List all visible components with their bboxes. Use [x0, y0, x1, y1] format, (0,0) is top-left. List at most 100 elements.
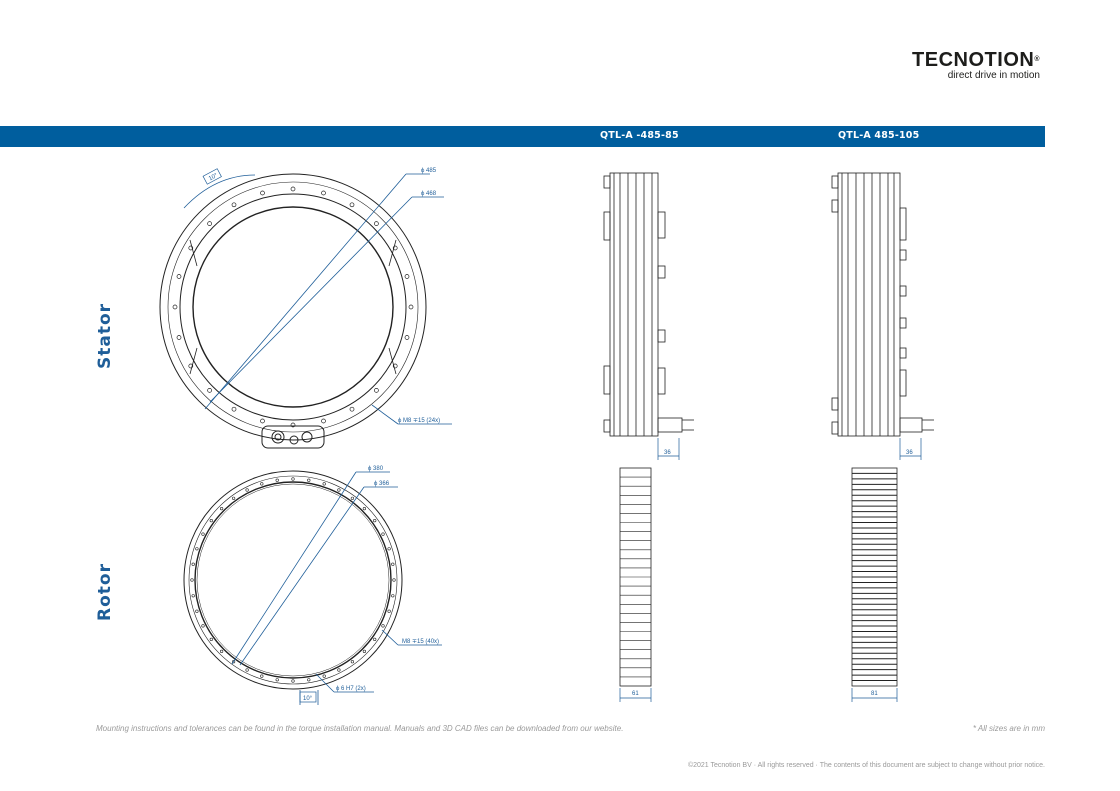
- brand-logo: TECNOTION® direct drive in motion: [890, 50, 1040, 82]
- model-label-85: QTL-A -485-85: [600, 130, 679, 141]
- rotor-bolt-hole: [291, 477, 295, 481]
- rotor-hole-spec: M8 ∓15 (40x): [402, 639, 439, 645]
- rotor-bolt-hole: [195, 609, 199, 613]
- stator-bolt-hole: [231, 202, 237, 208]
- rotor-bolt-hole: [209, 518, 213, 523]
- rotor-outer-diameter: ϕ 380: [368, 466, 384, 472]
- rotor-bolt-hole: [391, 562, 395, 566]
- rotor-bolt-hole: [190, 578, 194, 582]
- rotor-bolt-hole: [232, 496, 236, 500]
- stator-bolt-hole: [260, 190, 265, 196]
- stator-bolt-hole: [188, 363, 194, 369]
- rotor-pin-spec: ϕ 6 H7 (2x): [336, 686, 366, 692]
- rotor-width-label-85: 61: [632, 691, 639, 697]
- rotor-segments-105: [852, 472, 897, 681]
- rotor-width-dim-105: [851, 688, 898, 702]
- rotor-bolt-hole: [191, 562, 195, 566]
- rotor-bolt-hole: [391, 594, 395, 598]
- stator-bolt-hole: [321, 418, 326, 424]
- rotor-bolt-hole: [381, 532, 385, 536]
- stator-width-dim-85: [657, 438, 680, 460]
- rotor-width-label-105: 81: [871, 691, 878, 697]
- stator-bolt-hole: [176, 274, 182, 279]
- stator-width-dim-105: [899, 438, 922, 460]
- stator-bolt-hole: [176, 335, 182, 340]
- rotor-bolt-hole: [337, 488, 341, 492]
- rotor-bolt-hole: [260, 482, 264, 486]
- rotor-dimension-lines: [231, 471, 442, 705]
- stator-bolt-hole: [231, 406, 237, 412]
- rotor-bolt-hole: [201, 624, 205, 628]
- rotor-bolt-hole: [220, 507, 224, 511]
- footer-copyright: ©2021 Tecnotion BV · All rights reserved…: [687, 762, 1045, 769]
- rotor-bolt-hole: [381, 624, 385, 628]
- stator-side-view-105: [831, 172, 934, 437]
- rotor-bolt-hole: [275, 478, 279, 482]
- stator-bolt-hole: [408, 304, 414, 310]
- stator-bolt-hole: [392, 363, 398, 369]
- rotor-bolt-hole: [322, 674, 326, 678]
- rotor-bolt-hole: [387, 547, 391, 551]
- rotor-bolt-hole: [387, 609, 391, 613]
- rotor-bolt-hole: [191, 594, 195, 598]
- stator-width-label-85: 36: [664, 450, 671, 456]
- rotor-inner-diameter: ϕ 366: [374, 481, 390, 487]
- rotor-bolt-hole: [260, 674, 264, 678]
- stator-front-view: [159, 173, 427, 449]
- stator-dimension-lines: [183, 173, 452, 425]
- rotor-bolt-hole: [373, 637, 377, 642]
- rotor-bolt-hole: [373, 518, 377, 523]
- stator-bolt-holes: [172, 186, 414, 428]
- rotor-bolt-hole: [275, 678, 279, 682]
- rotor-width-dim-85: [619, 688, 652, 702]
- rotor-bolt-hole: [337, 668, 341, 672]
- stator-bolt-hole: [321, 190, 326, 196]
- rotor-bolt-hole: [291, 679, 295, 683]
- stator-bolt-hole: [374, 388, 379, 393]
- rotor-front-view: [183, 470, 403, 690]
- rotor-bolt-hole: [232, 660, 236, 664]
- rotor-bolt-hole: [245, 488, 249, 492]
- rotor-bolt-hole: [201, 532, 205, 536]
- stator-bolt-hole: [188, 245, 194, 251]
- rotor-bolt-hole: [362, 649, 367, 654]
- rotor-bolt-hole: [195, 547, 199, 551]
- stator-bolt-hole: [404, 274, 410, 279]
- stator-bolt-hole: [392, 245, 398, 251]
- rotor-bolt-hole: [392, 578, 396, 582]
- stator-hole-spec: ϕ M8 ∓15 (24x): [398, 418, 440, 424]
- rotor-bolt-hole: [245, 668, 249, 672]
- stator-bolt-hole: [290, 186, 296, 192]
- stator-inner-diameter: ϕ 468: [421, 191, 437, 197]
- brand-name: TECNOTION®: [912, 49, 1040, 71]
- stator-width-label-105: 36: [906, 450, 913, 456]
- stator-angle-label: 10°: [208, 172, 219, 182]
- footer-note: Mounting instructions and tolerances can…: [96, 724, 624, 733]
- stator-bolt-hole: [290, 422, 296, 428]
- rotor-bolt-hole: [307, 478, 311, 482]
- rotor-bolt-hole: [322, 482, 326, 486]
- rotor-segments-85: [620, 476, 651, 678]
- rotor-bolt-holes: [190, 477, 396, 683]
- stator-bolt-hole: [349, 406, 355, 412]
- rotor-bolt-hole: [350, 496, 355, 500]
- model-label-105: QTL-A 485-105: [838, 130, 920, 141]
- footer-units: * All sizes are in mm: [972, 724, 1045, 733]
- stator-bolt-hole: [374, 221, 379, 226]
- stator-bolt-hole: [207, 388, 212, 393]
- rotor-bolt-hole: [350, 660, 355, 664]
- stator-side-view-85: [603, 172, 694, 437]
- header-band: QTL-A -485-85 QTL-A 485-105: [0, 126, 1045, 147]
- brand-tagline: direct drive in motion: [947, 70, 1040, 81]
- stator-outer-diameter: ϕ 485: [421, 168, 437, 174]
- rotor-bolt-hole: [307, 678, 311, 682]
- rotor-bolt-hole: [362, 507, 367, 511]
- rotor-bolt-hole: [220, 649, 224, 654]
- rotor-angle-label: 10°: [303, 696, 313, 702]
- stator-bolt-hole: [260, 418, 265, 424]
- stator-bolt-hole: [207, 221, 212, 226]
- stator-bolt-hole: [404, 335, 410, 340]
- stator-bolt-hole: [349, 202, 355, 208]
- rotor-bolt-hole: [209, 637, 213, 642]
